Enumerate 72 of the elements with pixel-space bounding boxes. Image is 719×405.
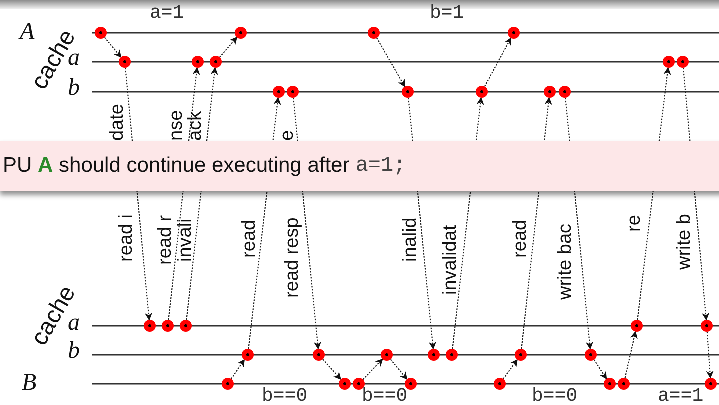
code-label: b==0 [362, 387, 408, 405]
message-label: read [240, 220, 259, 258]
event-dot [402, 86, 414, 98]
event-dot [559, 86, 571, 98]
event-dot [242, 349, 254, 361]
event-dot [353, 378, 365, 390]
message-label: write bac [556, 224, 575, 300]
message-label: read r [156, 215, 175, 265]
event-dot [210, 56, 222, 68]
dotted-arrow [322, 359, 342, 380]
dotted-arrow [706, 332, 714, 379]
message-label: re [625, 215, 644, 232]
event-dot [618, 378, 630, 390]
event-dot [446, 349, 458, 361]
event-dot [273, 86, 285, 98]
message-label: invali [176, 218, 195, 262]
dotted-arrow [376, 38, 406, 88]
dotted-arrow [104, 37, 122, 58]
message-label: read i [117, 214, 136, 262]
event-dot [515, 349, 527, 361]
message-label: date [108, 104, 127, 141]
message-label: invalidat [441, 225, 460, 295]
code-label: b=1 [430, 4, 464, 23]
event-dot [663, 56, 675, 68]
message-label: nse [167, 110, 186, 141]
event-dot [119, 56, 131, 68]
code-label: b==0 [262, 387, 308, 405]
event-dot [287, 86, 299, 98]
message-label: e [278, 130, 297, 141]
event-dot [144, 320, 156, 332]
event-dot [381, 349, 393, 361]
event-dot [544, 86, 556, 98]
message-label: write b [675, 214, 694, 270]
dotted-arrow [230, 359, 246, 380]
event-dot [368, 27, 380, 39]
event-dot [508, 27, 520, 39]
callout-text: PU A should continue executing after [3, 154, 350, 178]
event-dot [162, 320, 174, 332]
dotted-arrow [594, 360, 608, 380]
event-dot [405, 378, 417, 390]
event-dot [631, 320, 643, 332]
dotted-arrow [484, 38, 512, 87]
event-dot [494, 378, 506, 390]
event-dot [677, 56, 689, 68]
message-label: read [511, 220, 530, 258]
event-dot [222, 378, 234, 390]
dotted-arrow [362, 358, 384, 380]
code-label: a=1 [150, 4, 184, 23]
message-label: inalid [401, 218, 420, 262]
event-dot [428, 349, 440, 361]
event-dot [585, 349, 597, 361]
event-dot [192, 56, 204, 68]
dotted-arrow [390, 359, 408, 380]
event-dot [701, 320, 713, 332]
line-name: A [20, 20, 35, 44]
line-name: B [22, 371, 37, 395]
message-label: read resp [283, 218, 302, 298]
event-dot [313, 349, 325, 361]
dotted-arrow [503, 359, 518, 380]
event-dot [95, 27, 107, 39]
event-dot [476, 86, 488, 98]
code-label: a==1 [658, 387, 704, 405]
event-dot [705, 378, 717, 390]
code-text: a=1; [356, 154, 406, 178]
event-dot [604, 378, 616, 390]
event-dot [180, 320, 192, 332]
event-dot [235, 27, 247, 39]
dotted-arrow [624, 331, 638, 378]
event-dot [339, 378, 351, 390]
dotted-arrow [219, 36, 238, 58]
message-label: ack [186, 111, 205, 141]
code-label: b==0 [532, 387, 578, 405]
